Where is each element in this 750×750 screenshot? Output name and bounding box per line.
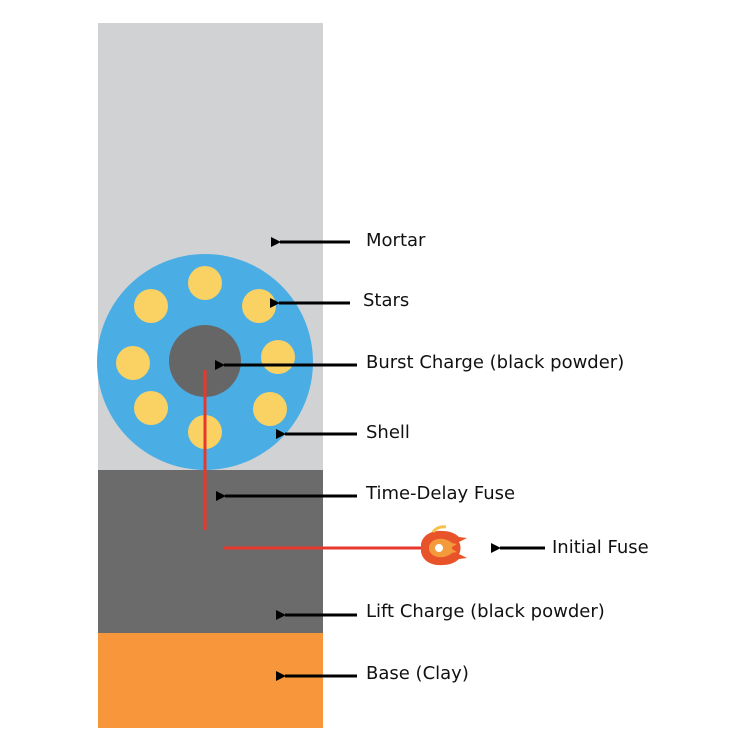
star bbox=[242, 289, 276, 323]
star bbox=[261, 340, 295, 374]
label-time-delay-fuse: Time-Delay Fuse bbox=[366, 483, 516, 504]
star bbox=[188, 266, 222, 300]
label-base: Base (Clay) bbox=[366, 663, 469, 684]
label-stars: Stars bbox=[363, 290, 410, 311]
star bbox=[134, 391, 168, 425]
star bbox=[253, 392, 287, 426]
clay-base bbox=[98, 633, 323, 728]
label-lift-charge: Lift Charge (black powder) bbox=[366, 601, 605, 622]
label-burst-charge: Burst Charge (black powder) bbox=[366, 352, 625, 373]
star bbox=[134, 289, 168, 323]
burst-charge bbox=[169, 325, 241, 397]
flame-icon bbox=[421, 525, 467, 566]
star bbox=[116, 346, 150, 380]
label-initial-fuse: Initial Fuse bbox=[552, 537, 649, 558]
label-shell: Shell bbox=[366, 422, 410, 443]
lift-charge-section bbox=[98, 470, 323, 633]
label-mortar: Mortar bbox=[366, 230, 426, 251]
